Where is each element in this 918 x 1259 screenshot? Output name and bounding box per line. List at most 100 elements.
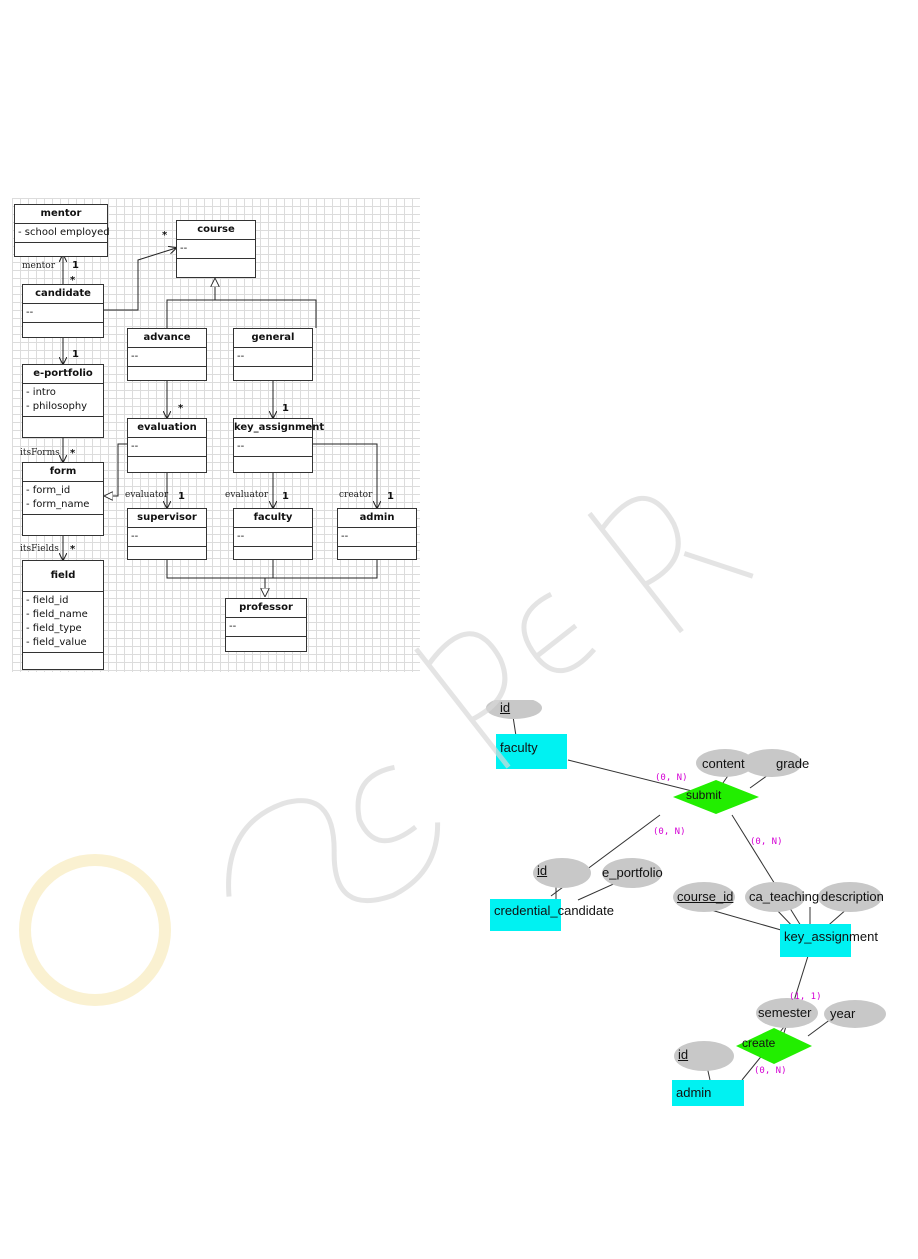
er-cardinality: (1, 1): [789, 992, 822, 1002]
role-label-itsfields: itsFields: [20, 544, 59, 554]
er-attribute-admin-id: id: [678, 1047, 689, 1062]
class-evaluation[interactable]: evaluation --: [127, 418, 207, 473]
er-entity-label: key_assignment: [784, 929, 878, 944]
uml-connectors: [12, 198, 420, 672]
class-advance[interactable]: advance --: [127, 328, 207, 381]
class-general[interactable]: general --: [233, 328, 313, 381]
class-name: professor: [226, 599, 306, 618]
multiplicity: 1: [282, 491, 289, 502]
er-attribute-shape: [486, 700, 542, 719]
er-attribute-shape: [818, 882, 882, 912]
er-attribute-year: year: [830, 1006, 856, 1021]
er-attribute-faculty-id: id: [500, 700, 511, 715]
er-attribute-candidate-id: id: [537, 863, 548, 878]
role-label-itsforms: itsForms: [20, 448, 60, 458]
er-entity-credential-candidate[interactable]: credential_candidate: [490, 899, 614, 931]
er-entity-admin[interactable]: admin: [672, 1080, 744, 1106]
class-attribute: --: [341, 531, 349, 542]
class-attribute: --: [237, 351, 245, 362]
class-attribute: --: [131, 441, 139, 452]
class-attribute: --: [229, 621, 237, 632]
class-attribute: - form_id: [26, 485, 71, 496]
er-attribute-course-id: course_id: [677, 889, 734, 904]
er-relationship-submit[interactable]: submit: [686, 788, 722, 802]
role-label-evaluator: evaluator: [225, 490, 269, 500]
class-attribute: - field_name: [26, 609, 88, 620]
er-diagram-shapes: [486, 700, 886, 1081]
class-attribute: - school employed: [18, 227, 110, 238]
er-attribute-shape: [674, 1041, 734, 1071]
multiplicity: 1: [72, 260, 79, 271]
multiplicity: *: [70, 275, 76, 286]
class-form[interactable]: form - form_id - form_name: [22, 462, 104, 536]
class-course[interactable]: course --: [176, 220, 256, 278]
class-attribute: - intro: [26, 387, 56, 398]
er-cardinality: (0, N): [653, 827, 686, 837]
role-label-mentor: mentor: [22, 261, 55, 271]
class-attribute: --: [26, 307, 34, 318]
er-attribute-shape: [742, 749, 802, 777]
er-entity-label: credential_candidate: [494, 903, 614, 918]
er-attribute-description: description: [821, 889, 884, 904]
class-attribute: - field_type: [26, 623, 82, 634]
class-attribute: --: [131, 351, 139, 362]
er-relationship-create[interactable]: create: [742, 1036, 776, 1050]
class-name: advance: [128, 329, 206, 348]
class-name: admin: [338, 509, 416, 528]
class-e-portfolio[interactable]: e-portfolio - intro - philosophy: [22, 364, 104, 438]
class-name: general: [234, 329, 312, 348]
er-attribute-shape: [602, 858, 662, 888]
role-label-creator: creator: [339, 490, 373, 500]
er-attribute-ca-teaching: ca_teaching: [749, 889, 820, 904]
er-attribute-shape: [533, 858, 591, 888]
class-attribute: --: [237, 441, 245, 452]
er-cardinality: (0, N): [750, 837, 783, 847]
er-relationship-shape: [673, 780, 759, 814]
er-attribute-shape: [756, 998, 818, 1028]
er-entity-key-assignment[interactable]: key_assignment: [780, 924, 878, 957]
er-attribute-shape: [696, 749, 754, 777]
class-attribute: --: [180, 243, 188, 254]
role-label-evaluator: evaluator: [125, 490, 169, 500]
class-professor[interactable]: professor --: [225, 598, 307, 652]
class-name: course: [177, 221, 255, 240]
er-attribute-grade: grade: [776, 756, 810, 771]
class-name: form: [23, 463, 103, 482]
uml-class-diagram: mentor - school employed course -- candi…: [12, 198, 420, 672]
class-name: field: [23, 561, 103, 592]
er-attribute-e-portfolio: e_portfolio: [602, 865, 663, 880]
multiplicity: 1: [282, 403, 289, 414]
class-attribute: --: [131, 531, 139, 542]
er-cardinality: (0, N): [655, 773, 688, 783]
multiplicity: 1: [178, 491, 185, 502]
class-admin[interactable]: admin --: [337, 508, 417, 560]
class-attribute: - philosophy: [26, 401, 88, 412]
class-attribute: - field_id: [26, 595, 69, 606]
er-attribute-shape: [673, 882, 735, 912]
class-name: faculty: [234, 509, 312, 528]
er-cardinality: (0, N): [754, 1066, 787, 1076]
er-attribute-shape: [745, 882, 805, 912]
er-attribute-content: content: [702, 756, 745, 771]
class-attribute: - field_value: [26, 637, 87, 648]
multiplicity: *: [178, 403, 184, 414]
class-mentor[interactable]: mentor - school employed: [14, 204, 110, 257]
class-attribute: --: [237, 531, 245, 542]
class-key-assignment[interactable]: key_assignment --: [233, 418, 324, 473]
class-candidate[interactable]: candidate --: [22, 284, 104, 338]
er-entity-faculty[interactable]: faculty: [496, 734, 567, 769]
class-name: key_assignment: [234, 419, 324, 438]
multiplicity: *: [70, 544, 76, 555]
class-name: mentor: [15, 205, 107, 224]
class-attribute: - form_name: [26, 499, 90, 510]
class-faculty[interactable]: faculty --: [233, 508, 313, 560]
class-field[interactable]: field - field_id - field_name - field_ty…: [22, 560, 104, 670]
class-name: evaluation: [128, 419, 206, 438]
multiplicity: *: [70, 448, 76, 459]
multiplicity: 1: [72, 349, 79, 360]
er-relationship-shape: [736, 1028, 812, 1064]
class-name: supervisor: [128, 509, 206, 528]
class-supervisor[interactable]: supervisor --: [127, 508, 207, 560]
er-attribute-shape: [824, 1000, 886, 1028]
class-name: candidate: [23, 285, 103, 304]
